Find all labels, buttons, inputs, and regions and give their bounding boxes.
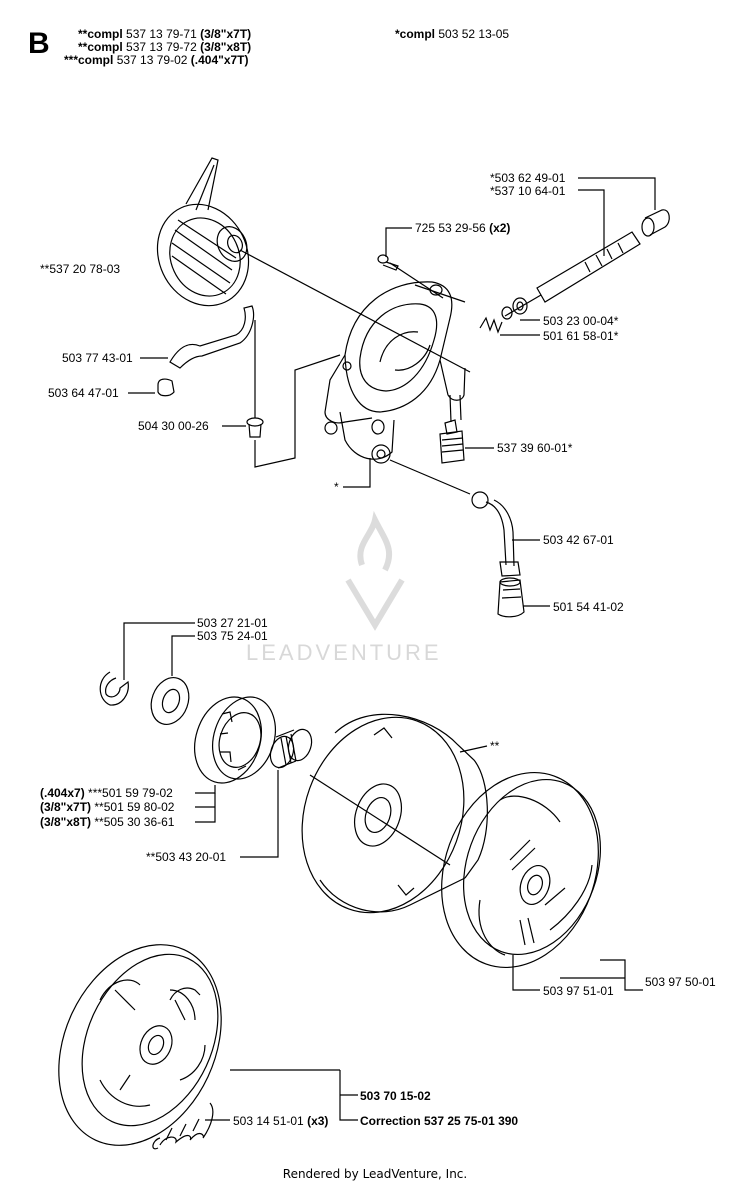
- kit-line-1: **compl 537 13 79-71 (3/8"x7T): [78, 28, 251, 41]
- part-label[interactable]: 503 64 47-01: [48, 386, 119, 400]
- watermark-text: LEADVENTURE: [246, 640, 442, 665]
- part-number: 725 53 29-56: [415, 221, 486, 235]
- section-letter: B: [28, 27, 50, 60]
- part-label[interactable]: 503 97 51-01: [543, 984, 614, 998]
- kit-spec: (.404"x7T): [190, 53, 249, 67]
- part-label[interactable]: 501 54 41-02: [553, 600, 624, 614]
- needle-bearing-part: [269, 728, 313, 769]
- part-label[interactable]: *537 10 64-01: [490, 184, 566, 198]
- part-label[interactable]: 503 97 50-01: [645, 975, 716, 989]
- kit-number: 537 13 79-02: [116, 53, 188, 67]
- part-label[interactable]: 503 23 00-04*: [543, 314, 619, 328]
- clutch-drum-part: [301, 713, 488, 914]
- part-label[interactable]: *503 62 49-01: [490, 171, 566, 185]
- part-label[interactable]: **: [490, 739, 500, 753]
- part-label[interactable]: 504 30 00-26: [138, 419, 209, 433]
- part-label[interactable]: (3/8"x8T) **505 30 36-61: [40, 815, 174, 829]
- kit-prefix: **compl: [78, 40, 123, 54]
- kit-number: 537 13 79-71: [126, 27, 197, 41]
- kit-number: 503 52 13-05: [438, 27, 510, 41]
- kit-prefix: ***compl: [64, 53, 114, 67]
- oil-filter-part: [497, 577, 525, 618]
- rim-sprocket-part: [194, 696, 276, 784]
- kit-prefix: **compl: [78, 27, 123, 41]
- part-label[interactable]: 725 53 29-56 (x2): [415, 221, 510, 235]
- part-label[interactable]: 503 75 24-01: [197, 629, 268, 643]
- part-label[interactable]: (3/8"x7T) **501 59 80-02: [40, 800, 174, 814]
- oil-pump-housing: [324, 281, 466, 464]
- part-spec: (3/8"x8T): [40, 815, 92, 829]
- part-number: 503 14 51-01: [233, 1114, 304, 1128]
- kit-right: *compl 503 52 13-05: [395, 28, 509, 41]
- rubber-nipple-part: [157, 378, 175, 397]
- part-label[interactable]: 503 70 15-02: [360, 1089, 431, 1103]
- part-label[interactable]: 501 61 58-01*: [543, 329, 619, 343]
- kit-spec: (3/8"x7T): [200, 27, 252, 41]
- part-label[interactable]: 503 77 43-01: [62, 351, 133, 365]
- washer-part: [150, 677, 190, 725]
- part-qty: (x2): [489, 221, 511, 235]
- part-number: ***501 59 79-02: [88, 786, 173, 800]
- clutch-spring-part: [152, 1102, 214, 1150]
- part-spec: (.404x7): [40, 786, 85, 800]
- pump-rod-part: [504, 209, 670, 317]
- footer-credit: Rendered by LeadVenture, Inc.: [282, 1167, 468, 1181]
- pump-screw-part: [246, 417, 264, 438]
- part-label[interactable]: 503 42 67-01: [543, 533, 614, 547]
- kit-line-2: **compl 537 13 79-72 (3/8"x8T): [78, 41, 251, 54]
- kit-number: 537 13 79-72: [126, 40, 197, 54]
- part-label[interactable]: (.404x7) ***501 59 79-02: [40, 786, 173, 800]
- part-label[interactable]: 537 39 60-01*: [497, 441, 573, 455]
- part-number: **505 30 36-61: [94, 815, 175, 829]
- part-label[interactable]: **537 20 78-03: [40, 262, 121, 276]
- part-label[interactable]: 503 27 21-01: [197, 616, 268, 630]
- watermark-logo-icon: [345, 510, 405, 631]
- clutch-assembly-part: [441, 771, 601, 969]
- adjusting-screw-part: [439, 419, 465, 464]
- screw-part: [377, 254, 399, 271]
- part-label[interactable]: 503 14 51-01 (x3): [233, 1114, 328, 1128]
- part-spec: (3/8"x7T): [40, 800, 92, 814]
- oil-hose-part: [471, 491, 521, 577]
- part-label[interactable]: **503 43 20-01: [146, 850, 227, 864]
- kit-spec: (3/8"x8T): [200, 40, 252, 54]
- part-number: **501 59 80-02: [94, 800, 175, 814]
- kit-line-3: ***compl 537 13 79-02 (.404"x7T): [64, 54, 249, 67]
- clutch-shoe-assembly-part: [58, 944, 222, 1146]
- part-label[interactable]: *: [334, 480, 339, 494]
- oil-pipe-part: [169, 305, 255, 369]
- part-qty: (x3): [307, 1114, 329, 1128]
- kit-prefix: *compl: [395, 27, 436, 41]
- worm-gear-part: [156, 157, 250, 307]
- correction-note: Correction 537 25 75-01 390: [360, 1114, 519, 1128]
- seal-washers-part: [479, 297, 528, 334]
- lock-washer-part: [99, 671, 129, 706]
